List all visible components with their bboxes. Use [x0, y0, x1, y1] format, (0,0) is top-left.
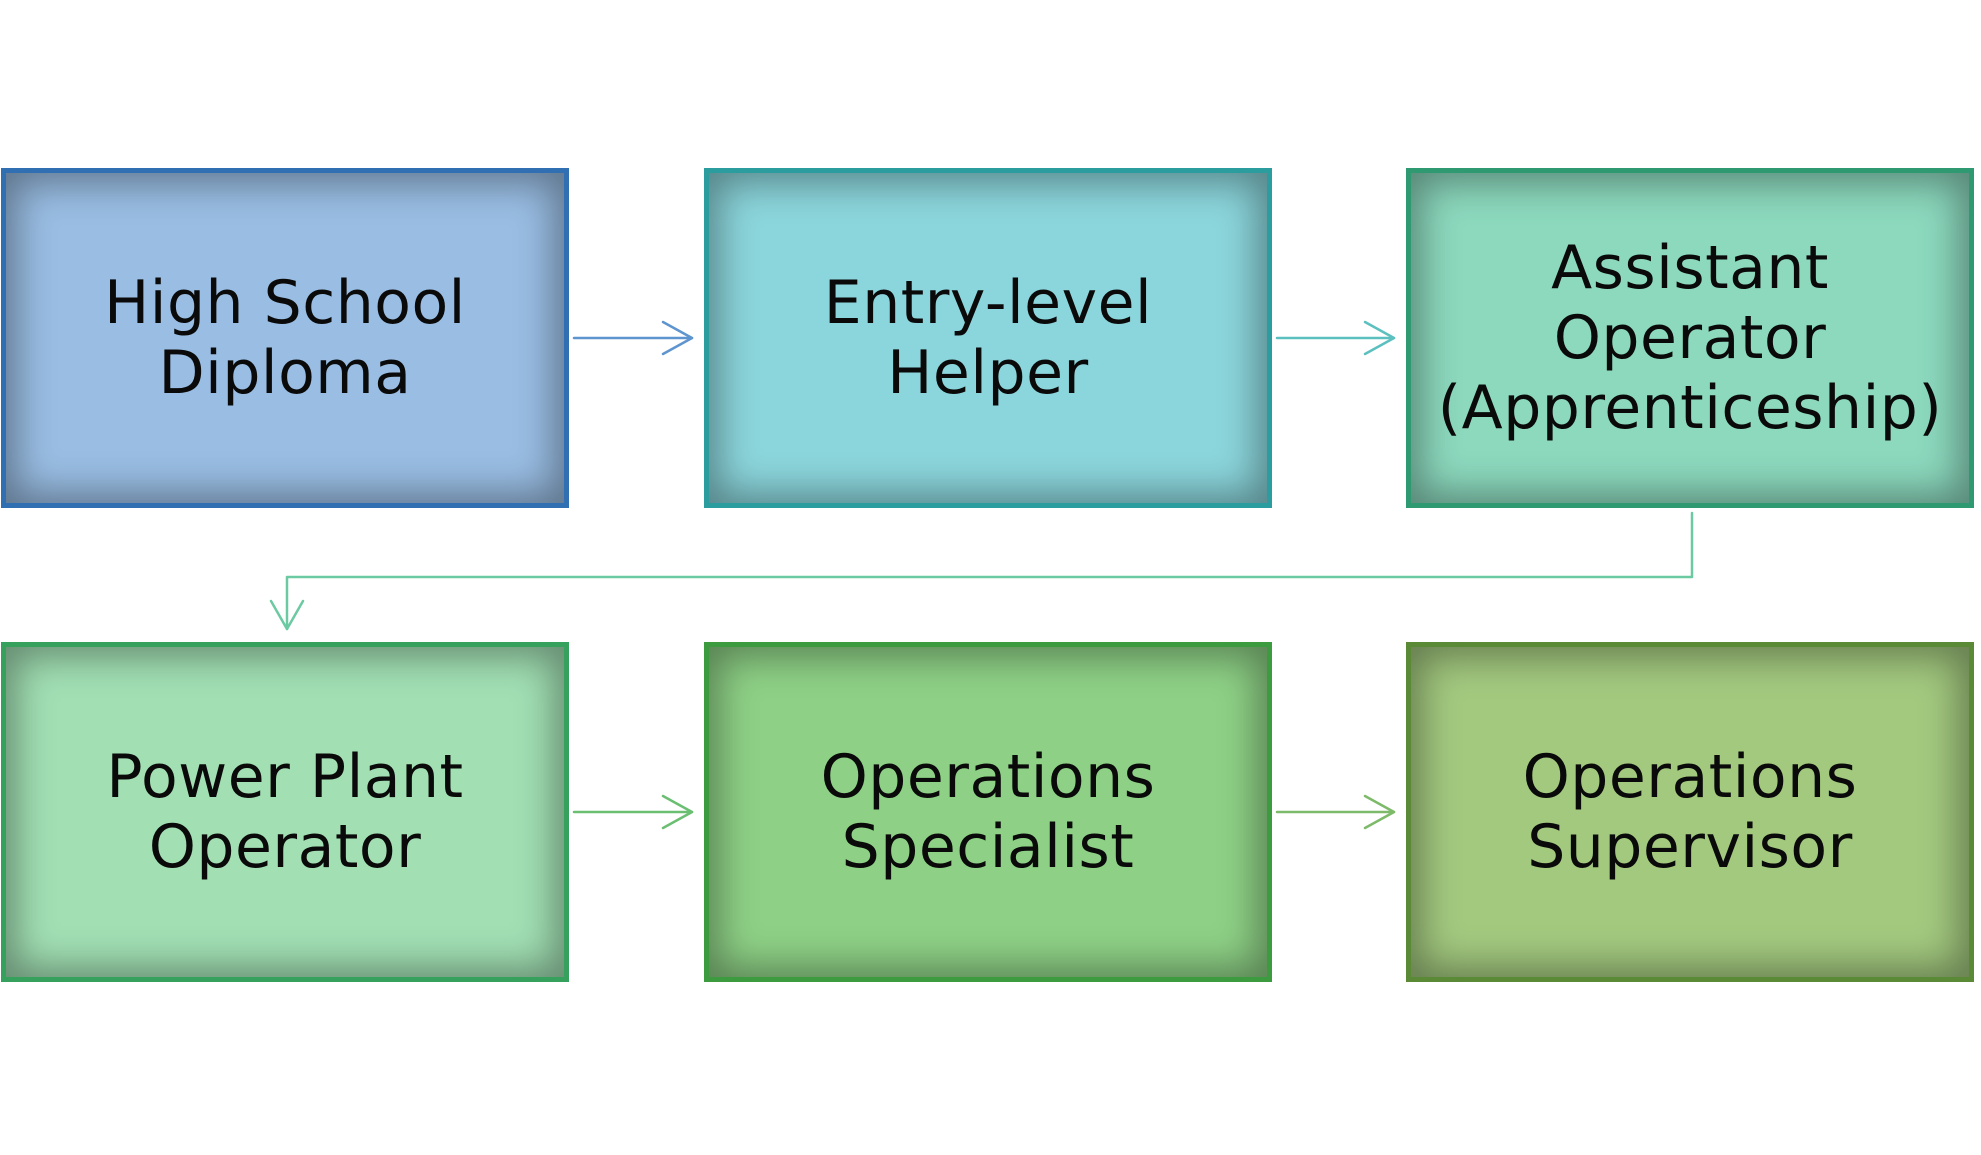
node-assistant-operator: Assistant Operator (Apprenticeship)	[1406, 168, 1974, 508]
node-label: Operations Specialist	[820, 742, 1156, 882]
node-power-plant-operator: Power Plant Operator	[1, 642, 569, 982]
node-label: Assistant Operator (Apprenticeship)	[1437, 233, 1943, 443]
connector-n1-n2	[572, 320, 694, 356]
node-label: High School Diploma	[104, 268, 466, 408]
node-label: Operations Supervisor	[1522, 742, 1858, 882]
node-label: Entry-level Helper	[823, 268, 1153, 408]
node-operations-specialist: Operations Specialist	[704, 642, 1272, 982]
node-label: Power Plant Operator	[106, 742, 464, 882]
connector-n4-n5	[572, 794, 694, 830]
connector-n2-n3	[1275, 320, 1396, 356]
connector-n3-n4	[269, 511, 1694, 631]
node-high-school-diploma: High School Diploma	[1, 168, 569, 508]
node-entry-level-helper: Entry-level Helper	[704, 168, 1272, 508]
connector-n5-n6	[1275, 794, 1396, 830]
node-operations-supervisor: Operations Supervisor	[1406, 642, 1974, 982]
